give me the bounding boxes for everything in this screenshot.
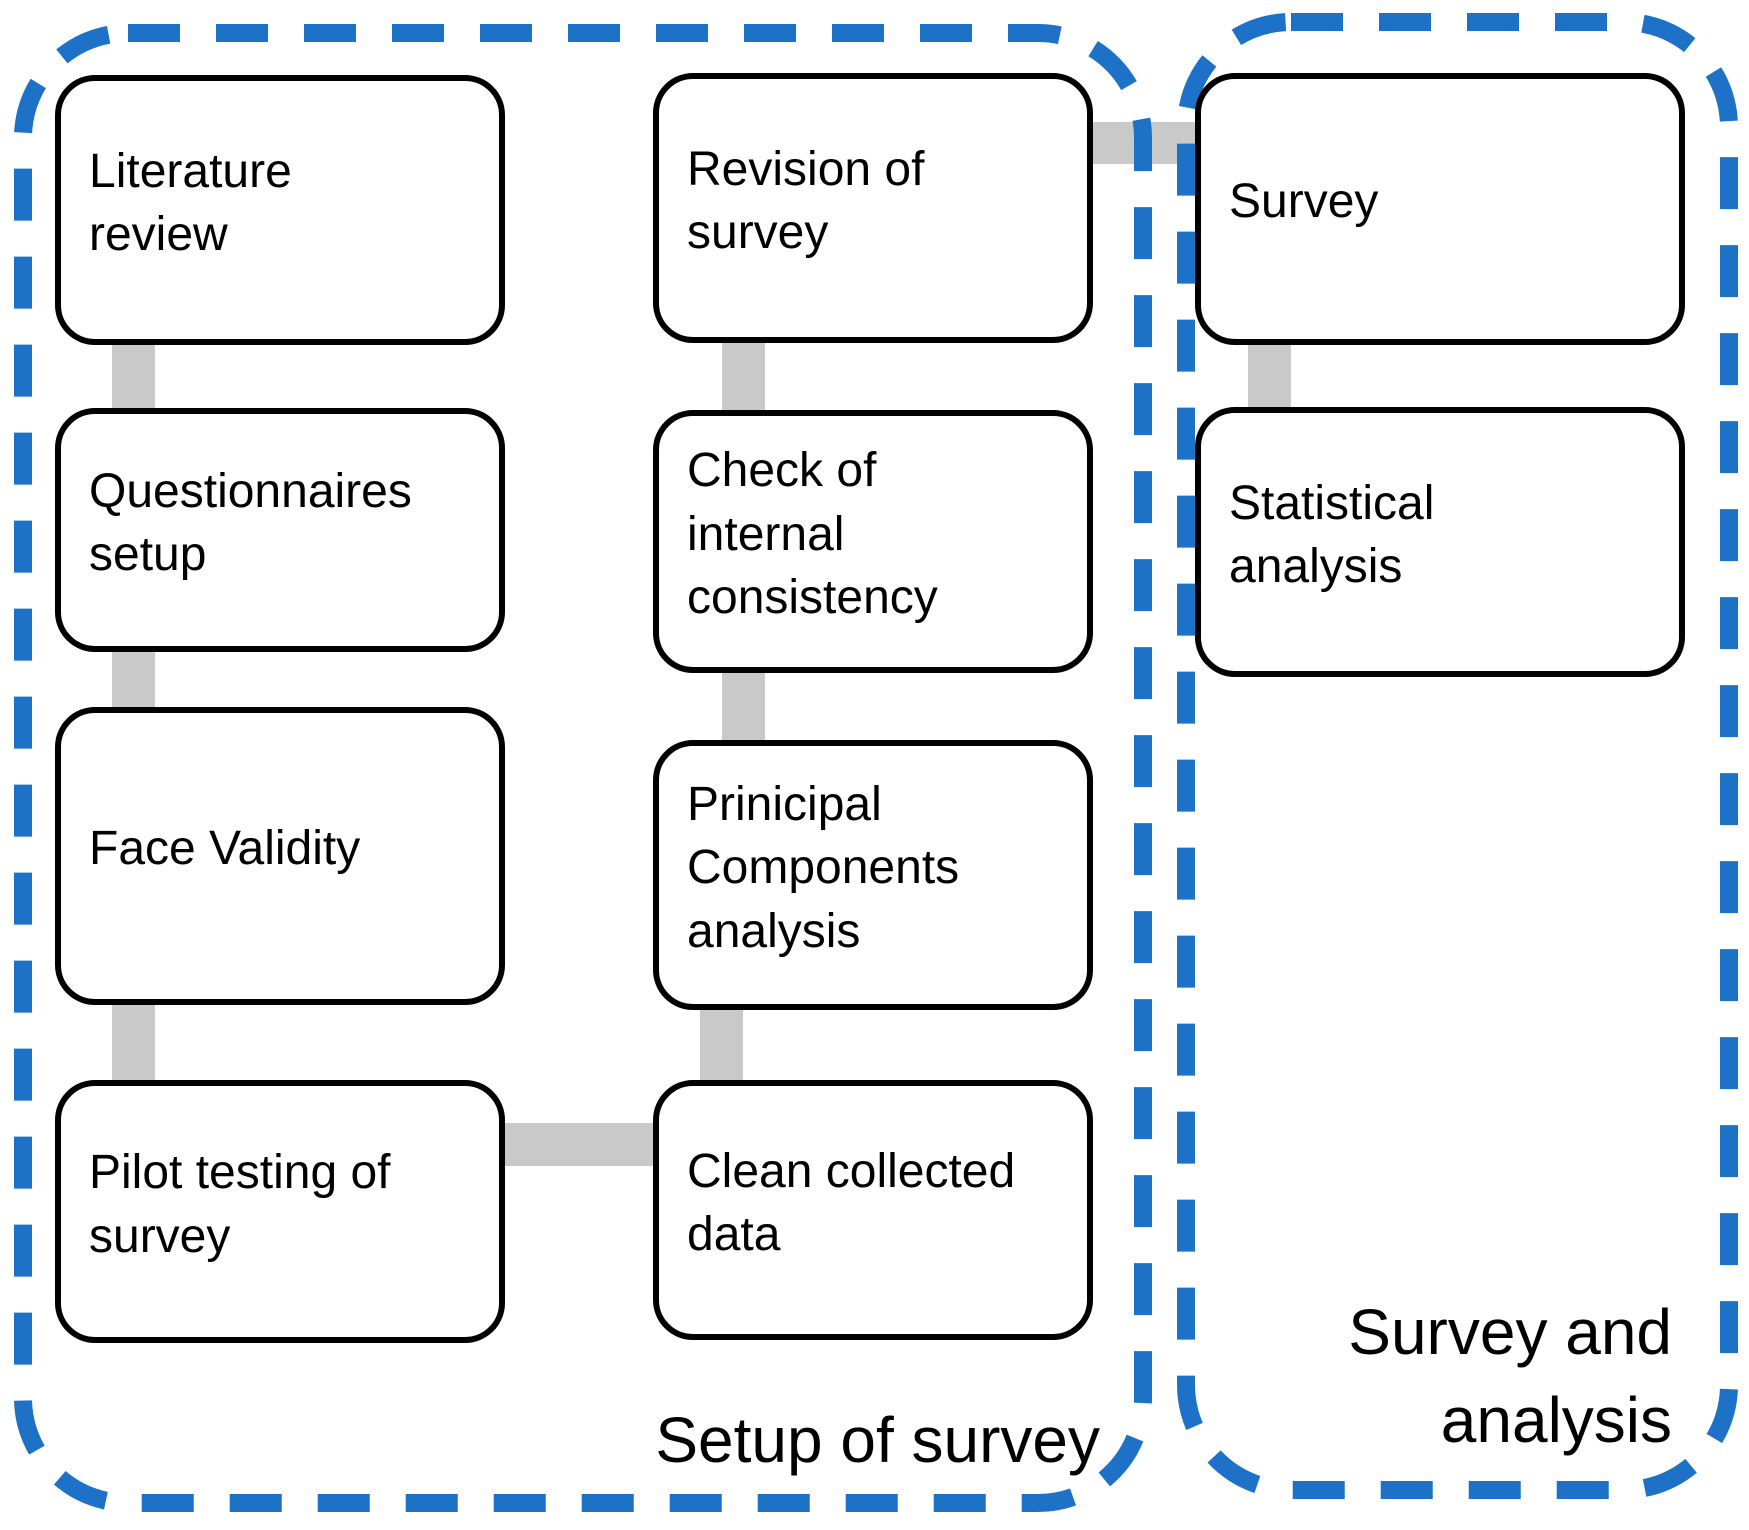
node-check-of-internal-consistency: Check of internal consistency — [653, 410, 1093, 673]
connector-face-validity-pilot — [112, 1003, 155, 1082]
node-literature-review: Literature review — [55, 75, 505, 345]
setup-group-label: Setup of survey — [655, 1404, 1100, 1476]
connector-questionnaires-face-validity — [112, 648, 155, 709]
node-statistical-analysis: Statistical analysis — [1195, 407, 1685, 677]
connector-prinicipal-clean — [700, 1008, 743, 1082]
connector-literature-questionnaires — [112, 343, 155, 410]
connector-check-prinicipal — [722, 671, 765, 742]
node-questionnaires-setup: Questionnaires setup — [55, 408, 505, 652]
node-revision-of-survey: Revision of survey — [653, 73, 1093, 343]
analysis-group-label: Survey and analysis — [1348, 1296, 1672, 1457]
connector-survey-statistical — [1248, 343, 1291, 409]
node-clean-collected-data: Clean collected data — [653, 1080, 1093, 1340]
connector-revision-check — [722, 341, 765, 412]
setup-group-border — [14, 24, 1152, 1512]
node-pilot-testing-of-survey: Pilot testing of survey — [55, 1080, 505, 1343]
node-prinicipal-components-analysis: Prinicipal Components analysis — [653, 740, 1093, 1010]
node-survey: Survey — [1195, 73, 1685, 345]
node-face-validity: Face Validity — [55, 707, 505, 1005]
connector-pilot-clean — [505, 1123, 657, 1166]
